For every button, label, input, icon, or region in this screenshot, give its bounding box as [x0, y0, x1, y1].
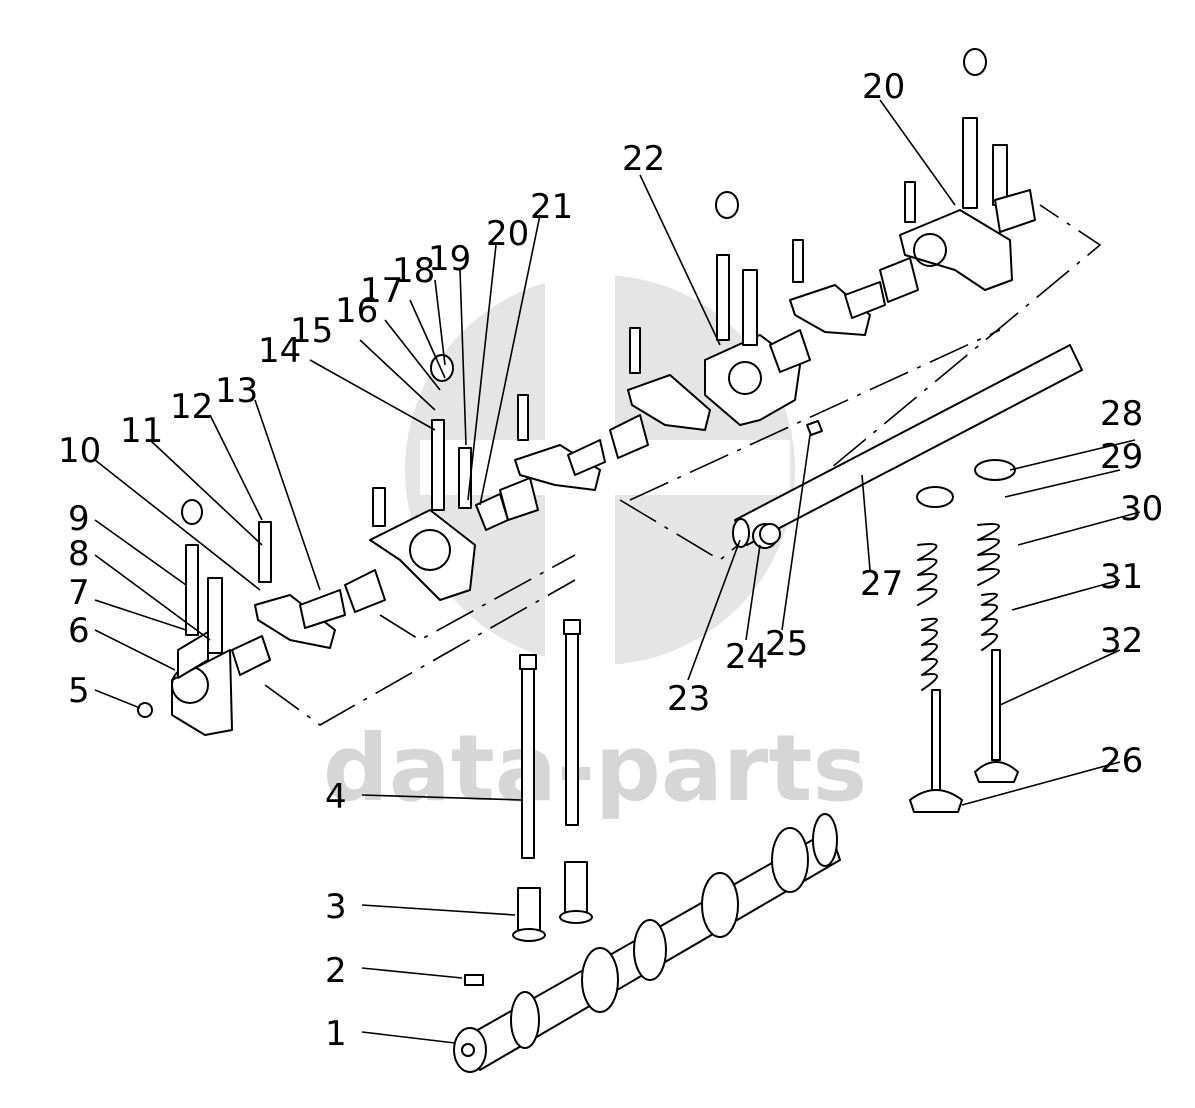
callout-6: 6 — [68, 611, 90, 651]
callout-20-middle: 20 — [486, 214, 529, 254]
push-rods — [519, 619, 581, 859]
callout-3: 3 — [325, 887, 347, 927]
callout-23: 23 — [667, 679, 710, 719]
callout-9: 9 — [68, 499, 90, 539]
callout-5: 5 — [68, 671, 90, 711]
callout-labels: 1 2 3 4 5 6 7 8 9 10 11 12 13 14 15 16 1… — [58, 67, 1163, 1054]
rocker-shaft — [732, 344, 1083, 549]
callout-14: 14 — [258, 331, 301, 371]
callout-11: 11 — [120, 411, 163, 451]
tappets — [512, 861, 593, 942]
callout-15: 15 — [290, 311, 333, 351]
callout-7: 7 — [68, 573, 90, 613]
valve-assembly-left — [909, 486, 963, 813]
callout-29: 29 — [1100, 437, 1143, 477]
callout-2: 2 — [325, 951, 347, 991]
callout-24: 24 — [725, 637, 768, 677]
callout-17: 17 — [360, 271, 403, 311]
callout-19: 19 — [428, 239, 471, 279]
callout-12: 12 — [170, 387, 213, 427]
callout-4: 4 — [325, 777, 347, 817]
rocker-support-left — [137, 499, 346, 736]
callout-10: 10 — [58, 431, 101, 471]
callout-16: 16 — [335, 291, 378, 331]
axis-lines — [264, 204, 1102, 726]
callout-25: 25 — [765, 624, 808, 664]
callout-20-right: 20 — [862, 67, 905, 107]
callout-31: 31 — [1100, 557, 1143, 597]
rocker-support-far-right — [899, 48, 1036, 291]
callout-13: 13 — [215, 371, 258, 411]
callout-18: 18 — [392, 251, 435, 291]
callout-1: 1 — [325, 1014, 347, 1054]
callout-30: 30 — [1120, 489, 1163, 529]
rocker-support-middle — [344, 354, 606, 613]
camshaft — [453, 813, 841, 1073]
callout-28: 28 — [1100, 394, 1143, 434]
callout-22: 22 — [622, 139, 665, 179]
watermark-text: data-parts — [323, 715, 867, 822]
leader-lines — [94, 99, 1141, 1044]
callout-32: 32 — [1100, 621, 1143, 661]
callout-21: 21 — [530, 187, 573, 227]
rocker-support-right — [609, 191, 919, 459]
woodruff-key — [464, 974, 484, 986]
valve-assembly-right — [974, 459, 1019, 783]
callout-8: 8 — [68, 534, 90, 574]
callout-26: 26 — [1100, 741, 1143, 781]
callout-27: 27 — [860, 564, 903, 604]
